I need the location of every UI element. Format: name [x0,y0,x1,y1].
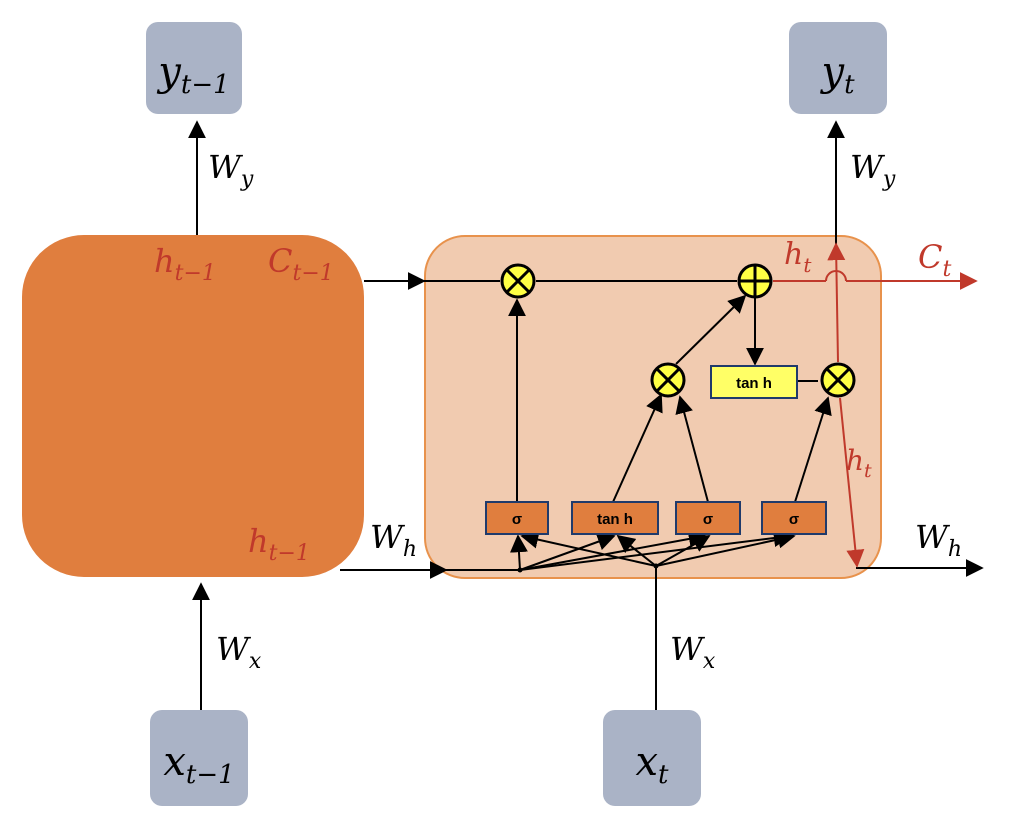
label-wh-in: Wh [370,518,417,562]
label-wx-curr: Wx [670,630,716,674]
label-h-prev-top: ht−1 [154,242,216,286]
svg-text:yt−1: yt−1 [156,49,229,100]
cell-tanh-box: tan h [710,365,798,399]
gate-candidate-tanh: tan h [571,501,659,535]
multiply-input-icon [650,362,686,398]
svg-text:yt: yt [819,49,855,100]
input-node-x-curr: xt [603,710,701,806]
label-wx-prev: Wx [216,630,262,674]
gate-output: σ [761,501,827,535]
label-h-curr-mid: ht [846,444,872,482]
svg-text:σ: σ [703,511,713,528]
multiply-output-icon [820,362,856,398]
add-cell-icon [737,263,773,299]
output-node-y-prev: yt−1 [146,22,242,114]
label-c-prev: Ct−1 [268,242,334,286]
label-wy-curr: Wy [850,148,896,192]
svg-text:tan h: tan h [736,375,772,392]
multiply-forget-icon [500,263,536,299]
svg-text:xt: xt [635,739,669,790]
svg-text:σ: σ [789,511,799,528]
svg-text:xt−1: xt−1 [163,739,234,790]
label-c-curr: Ct [918,238,951,282]
svg-text:tan h: tan h [597,511,633,528]
input-node-x-prev: xt−1 [150,710,248,806]
label-h-prev-bottom: ht−1 [248,522,310,566]
label-h-curr-top: ht [784,237,812,277]
output-node-y-curr: yt [789,22,887,114]
label-wh-out: Wh [915,518,962,562]
red-state-lines [773,242,978,568]
svg-text:σ: σ [512,511,522,528]
label-wy-prev: Wy [208,148,254,192]
gate-input: σ [675,501,741,535]
cell-previous [22,235,364,577]
black-arrows [188,120,984,710]
gate-forget: σ [485,501,549,535]
